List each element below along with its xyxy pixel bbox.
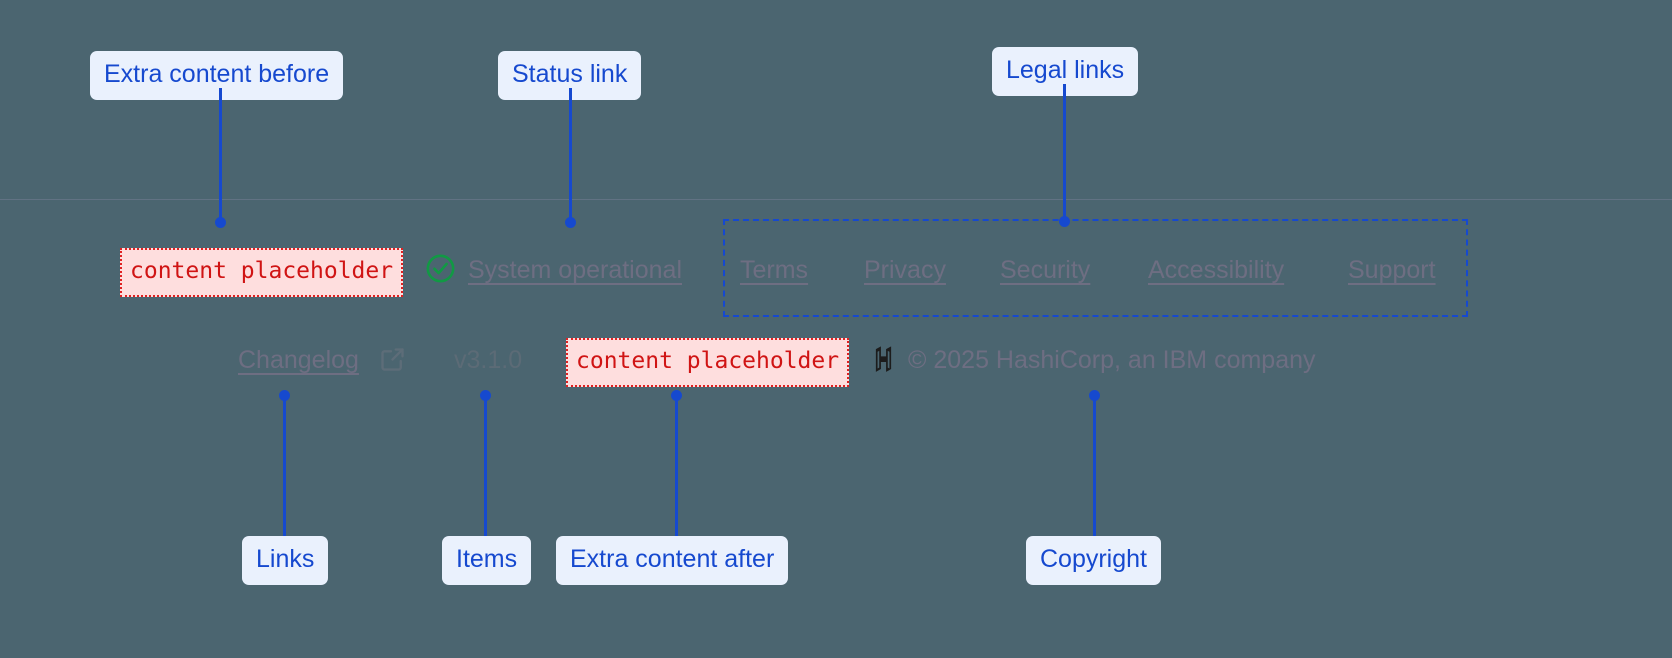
hashicorp-logo-icon [868,344,899,375]
extra-content-before-placeholder: content placeholder [120,248,404,297]
leader-dot-legal-links [1059,216,1070,227]
legal-links-group [723,219,1468,317]
leader-line-extra-content-after [675,396,678,536]
legal-link-privacy[interactable]: Privacy [864,256,946,284]
leader-dot-extra-content-before [215,217,226,228]
footer-item-version: v3.1.0 [454,346,523,374]
callout-items: Items [442,536,532,585]
footer-top-divider [0,199,1672,200]
status-link[interactable]: System operational [468,256,683,284]
leader-dot-links [279,390,290,401]
leader-dot-items [480,390,491,401]
callout-copyright: Copyright [1026,536,1161,585]
leader-line-items [484,396,487,536]
callout-extra-content-before: Extra content before [90,51,344,100]
legal-link-terms[interactable]: Terms [740,256,809,284]
leader-line-extra-content-before [219,88,222,222]
extra-content-after-placeholder: content placeholder [566,338,850,387]
legal-link-support[interactable]: Support [1348,256,1436,284]
leader-dot-copyright [1089,390,1100,401]
leader-dot-status-link [565,217,576,228]
external-link-icon[interactable] [378,344,408,374]
leader-line-copyright [1093,396,1096,536]
leader-line-links [283,396,286,536]
callout-extra-content-after: Extra content after [556,536,789,585]
leader-dot-extra-content-after [671,390,682,401]
leader-line-legal-links [1063,84,1066,222]
leader-line-status-link [569,88,572,222]
callout-links: Links [242,536,329,585]
legal-link-security[interactable]: Security [1000,256,1091,284]
footer-copyright: © 2025 HashiCorp, an IBM company [908,346,1316,374]
footer-link-changelog[interactable]: Changelog [238,346,359,374]
check-circle-icon [424,252,457,285]
legal-link-accessibility[interactable]: Accessibility [1148,256,1285,284]
